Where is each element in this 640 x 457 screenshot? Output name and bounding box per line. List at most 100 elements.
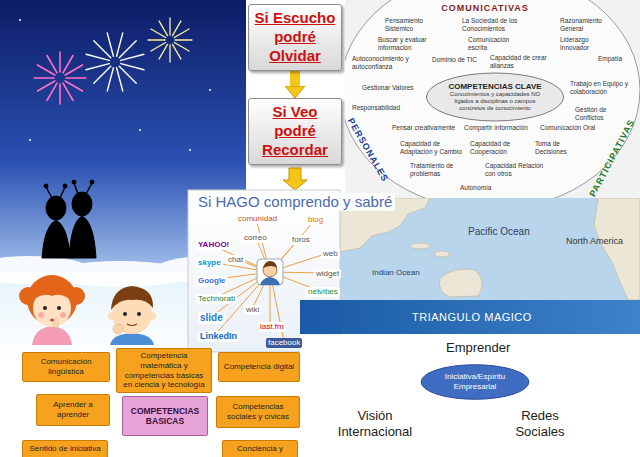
island — [434, 251, 450, 257]
network-service: YAHOO! — [196, 240, 231, 250]
firework-ray — [173, 21, 182, 36]
bangs — [33, 284, 71, 300]
finger — [54, 318, 58, 328]
firework-ray — [47, 55, 57, 72]
map-ocean — [340, 198, 640, 302]
firework-ray — [173, 44, 182, 59]
firework-ray — [63, 83, 73, 100]
shirt — [32, 326, 72, 345]
antenna — [86, 183, 92, 194]
competency-term: Comunicación Oral — [540, 124, 595, 132]
map-land — [340, 198, 640, 300]
network-service: chat — [226, 255, 245, 265]
box-text: COMPETENCIAS BASICAS — [127, 406, 203, 426]
network-service: correo — [242, 233, 269, 243]
competency-term: Responsabilidad — [352, 104, 400, 112]
continent — [594, 198, 640, 300]
center-box: COMPETENCIAS BASICAS — [122, 396, 208, 436]
silhouettes — [42, 180, 96, 258]
firework-ray — [159, 44, 168, 59]
body — [42, 220, 70, 258]
firework-ray — [174, 29, 189, 38]
competency-term: Compartir información — [464, 124, 528, 132]
competency-term: Empatía — [598, 55, 622, 63]
center-ellipse: COMPETENCIAS CLAVEConocimientos y capaci… — [425, 72, 565, 122]
avatar-body — [260, 277, 280, 285]
stars — [19, 19, 211, 151]
hand — [113, 324, 123, 334]
eye — [57, 306, 61, 310]
firework-ray — [119, 66, 136, 83]
antenna-tip — [90, 180, 94, 184]
cheek — [60, 312, 66, 318]
avatar — [257, 259, 283, 285]
competency-box: Conciencia y — [222, 440, 298, 457]
cheek — [38, 312, 44, 318]
firework-ray — [66, 77, 86, 79]
firework-ray — [107, 68, 113, 91]
competency-term: Tratamiento de problemas — [410, 162, 472, 178]
competency-box: Competencia digital — [218, 352, 300, 382]
map-label: North America — [566, 236, 623, 246]
firework-ray — [63, 55, 73, 72]
head — [72, 192, 92, 216]
star — [29, 139, 31, 141]
ellipse-text: Iniciativa/Espíritu Empresarial — [434, 372, 516, 391]
title-band: TRIANGULO MAGICO — [300, 300, 640, 334]
firework-ray — [59, 52, 61, 72]
competency-box: Aprender a aprender — [36, 394, 110, 426]
box-text: Sentido de iniciativa — [29, 444, 100, 454]
firework-ray — [159, 21, 168, 36]
eye — [43, 306, 47, 310]
head — [46, 196, 66, 220]
antenna-tip — [72, 180, 76, 184]
competency-term: Capacidad de crear alianzas — [490, 54, 550, 70]
concept-ellipse: Iniciativa/Espíritu Empresarial — [420, 364, 530, 400]
box-text: Si Veo podré Recordar — [253, 103, 337, 159]
competency-term: Buscar y evaluar información — [378, 36, 438, 52]
antenna — [46, 187, 52, 198]
competency-term: Comunicación escrita — [468, 36, 528, 52]
competency-term: Capacidad de Adaptación y Cambio — [400, 140, 462, 156]
firework-ray — [59, 84, 61, 104]
firework-ray — [151, 29, 166, 38]
flow-arrow — [283, 168, 307, 190]
antenna — [74, 183, 78, 194]
competency-box: Competencia matemática y competencias bá… — [116, 348, 212, 393]
band-text: TRIANGULO MAGICO — [412, 311, 532, 323]
competency-term: Toma de Decisiones — [535, 140, 577, 156]
firework — [86, 33, 144, 91]
firework-ray — [117, 68, 123, 91]
star — [19, 19, 21, 21]
firework — [34, 52, 86, 104]
firework-ray — [65, 81, 82, 91]
network-service: web — [321, 249, 340, 259]
network-service: comunidad — [236, 214, 279, 224]
process-box: Si Escucho podré Olvidar — [248, 4, 342, 71]
network-service: facebook — [266, 338, 302, 348]
competency-term: La Sociedad de los Conocimientos — [462, 17, 532, 33]
competency-term: Autonomía — [460, 184, 491, 192]
flow-connector — [290, 71, 300, 86]
firework-ray — [121, 64, 144, 70]
firework — [148, 18, 192, 62]
competency-term: Gestionar Valores — [362, 84, 417, 92]
box-text: Aprender a aprender — [41, 400, 105, 419]
competency-term: Pensamiento Sistémico — [385, 17, 445, 33]
competency-term: Dominio de TIC — [432, 56, 482, 64]
star — [209, 89, 211, 91]
concept-label: Emprender — [446, 340, 510, 355]
firework-ray — [174, 43, 189, 52]
island — [410, 243, 430, 249]
ellipse-text: Conocimientos y capacidades NO ligados a… — [443, 91, 547, 112]
firework-ray — [175, 39, 192, 40]
antenna-tip — [44, 184, 48, 188]
competency-term: Autoconocimiento y autoconfianza — [352, 55, 414, 71]
process-box: Si Veo podré Recordar — [248, 98, 342, 165]
star — [139, 129, 141, 131]
eye — [137, 312, 141, 316]
competency-box: Competencias sociales y cívicas — [216, 396, 300, 428]
network-service: widget — [314, 269, 341, 279]
firework-ray — [47, 83, 57, 100]
